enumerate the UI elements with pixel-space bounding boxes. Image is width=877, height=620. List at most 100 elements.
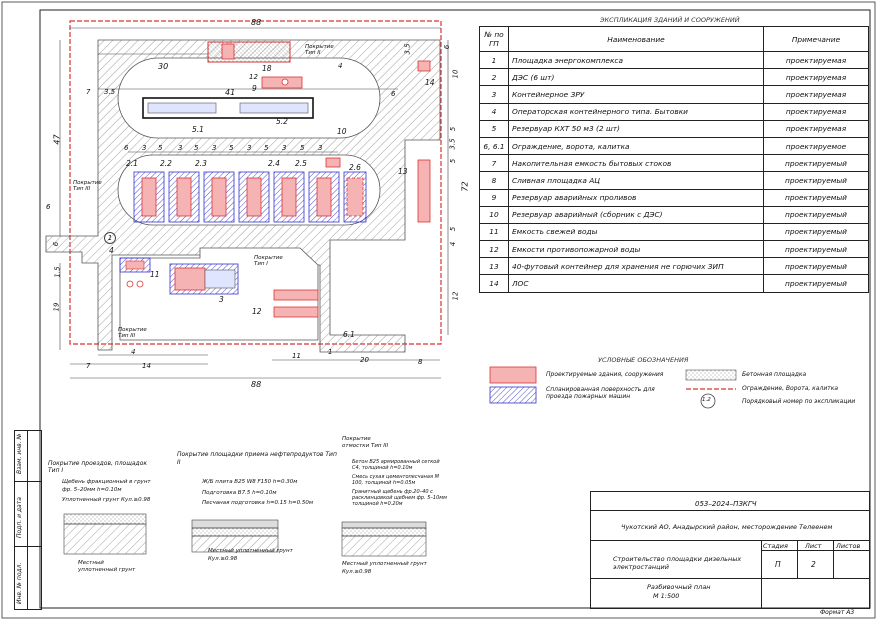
- dim-10: 10: [451, 69, 460, 79]
- legend-item-2: Спланированная поверхность для проезда п…: [546, 386, 655, 400]
- stamp-code: 053–2024–ПЗКГЧ: [695, 500, 757, 508]
- coverage-type1: Покрытие Тип I: [254, 255, 283, 267]
- dim-1-bot: 1: [328, 348, 333, 356]
- stamp-sheet-header: Лист: [805, 542, 822, 550]
- dim-88-bottom: 88: [251, 380, 262, 389]
- dim-12: 12: [249, 73, 258, 81]
- label-2-2: 2.2: [160, 159, 172, 168]
- dim-47: 47: [52, 134, 62, 145]
- section2-line1: Ж/Б плита В25 W8 F150 h=0.30м: [202, 479, 298, 485]
- section1-line3: Уплотненный грунт Кул.≥0.98: [62, 497, 151, 503]
- dim-7-bot: 7: [86, 362, 91, 370]
- stamp-object: Строительство площадки дизельных электро…: [613, 555, 742, 571]
- section3-title: Покрытие отмостки Тип III: [342, 436, 389, 449]
- dim-4-r: 4: [449, 241, 458, 247]
- dim-4-bot: 4: [131, 348, 136, 356]
- dim-5-r2: 5: [449, 158, 458, 164]
- label-6-1: 6.1: [343, 330, 355, 339]
- legend-item-1: Проектируемые здания, сооружения: [546, 371, 664, 378]
- dim-30: 30: [158, 62, 169, 71]
- sidebar-label-2: Подп. и дата: [16, 497, 23, 538]
- coverage-type3-b: Покрытие Тип III: [118, 327, 147, 339]
- dim-41: 41: [225, 88, 236, 97]
- section2-line3: Песчаная подготовка h=0.15 h=0.50м: [202, 500, 314, 506]
- dim-8-bot: 8: [418, 358, 423, 366]
- dim-72: 72: [460, 181, 470, 192]
- label-2-4: 2.4: [268, 159, 280, 168]
- dim-5-r3: 5: [449, 226, 458, 232]
- coverage-type2: Покрытие Тип II: [305, 44, 334, 56]
- sidebar-label-3: Инв. № подл.: [16, 562, 23, 604]
- stamp-sheets-header: Листов: [836, 542, 861, 550]
- section3-layer: [341, 521, 427, 529]
- dim-3-5-left: 3.5: [104, 88, 116, 96]
- section1-layer: [63, 513, 147, 525]
- stamp-stage: П: [775, 560, 781, 569]
- label-5-2: 5.2: [276, 117, 288, 126]
- fence: [69, 20, 442, 345]
- label-4: 4: [109, 246, 114, 255]
- section1-title: Покрытие проездов, площадок Тип I: [48, 460, 147, 474]
- fire-water-12b: [273, 306, 319, 318]
- label-2-6: 2.6: [349, 163, 361, 172]
- stamp-sheet: 2: [811, 560, 816, 569]
- dim-6-entry: 6: [52, 241, 61, 247]
- dim-11-bot: 11: [292, 352, 301, 360]
- label-5-1: 5.1: [192, 125, 204, 134]
- row-spacing-6: 5: [229, 144, 234, 152]
- dim-3-5-top: 3.5: [403, 43, 412, 55]
- label-12: 12: [252, 307, 262, 316]
- dim-3-5-r: 3.5: [448, 138, 457, 150]
- coverage-type3-a: Покрытие Тип III: [73, 180, 102, 192]
- section3-line1: Бетон В25 армированный сеткой С4, толщин…: [352, 459, 440, 471]
- dim-20-bot: 20: [360, 356, 369, 364]
- dim-19: 19: [52, 302, 61, 312]
- dim-88-top: 88: [251, 18, 262, 27]
- stamp-stage-header: Стадия: [763, 542, 788, 550]
- row-spacing-0: 6: [124, 144, 129, 152]
- section2-ground: Местный уплотненный грунт Кул.≥0.98: [208, 548, 293, 562]
- section1-ground: Местный уплотненный грунт: [78, 560, 136, 573]
- row-spacing-2: 5: [158, 144, 163, 152]
- row-spacing-1: 3: [142, 144, 147, 152]
- explication-title: ЭКСПЛИКАЦИЯ ЗДАНИЙ И СООРУЖЕНИЙ: [600, 16, 740, 24]
- tanks-5: [142, 97, 314, 119]
- header-no: № по ГП: [479, 26, 509, 52]
- label-9: 9: [252, 84, 257, 93]
- label-14: 14: [425, 78, 435, 87]
- dim-6-left: 6: [46, 203, 51, 211]
- row-spacing-3: 3: [178, 144, 183, 152]
- row-spacing-7: 3: [247, 144, 252, 152]
- legend-item-5-symbol: 1.2: [702, 397, 711, 403]
- header-note: Примечание: [763, 26, 869, 52]
- section2-layer: [191, 519, 279, 529]
- row-spacing-8: 5: [264, 144, 269, 152]
- sheet-format: Формат А3: [820, 609, 855, 616]
- dim-12-r: 12: [451, 291, 460, 301]
- circle-marker-1: 1: [104, 232, 116, 244]
- dim-4: 4: [338, 62, 343, 70]
- row-spacing-9: 3: [282, 144, 287, 152]
- sidebar-label-1: Взам. инв. №: [16, 433, 23, 474]
- label-11: 11: [150, 270, 160, 279]
- site-11: [126, 280, 134, 288]
- row-spacing-5: 3: [212, 144, 217, 152]
- dim-7: 7: [86, 88, 91, 96]
- row-spacing-11: 3: [318, 144, 323, 152]
- label-3: 3: [219, 295, 224, 304]
- legend-title: УСЛОВНЫЕ ОБОЗНАЧЕНИЯ: [598, 356, 689, 364]
- dim-14-bot: 14: [142, 362, 151, 370]
- section1-line2: фр. 5–20мм h=0.10м: [62, 487, 122, 493]
- label-13: 13: [398, 167, 408, 176]
